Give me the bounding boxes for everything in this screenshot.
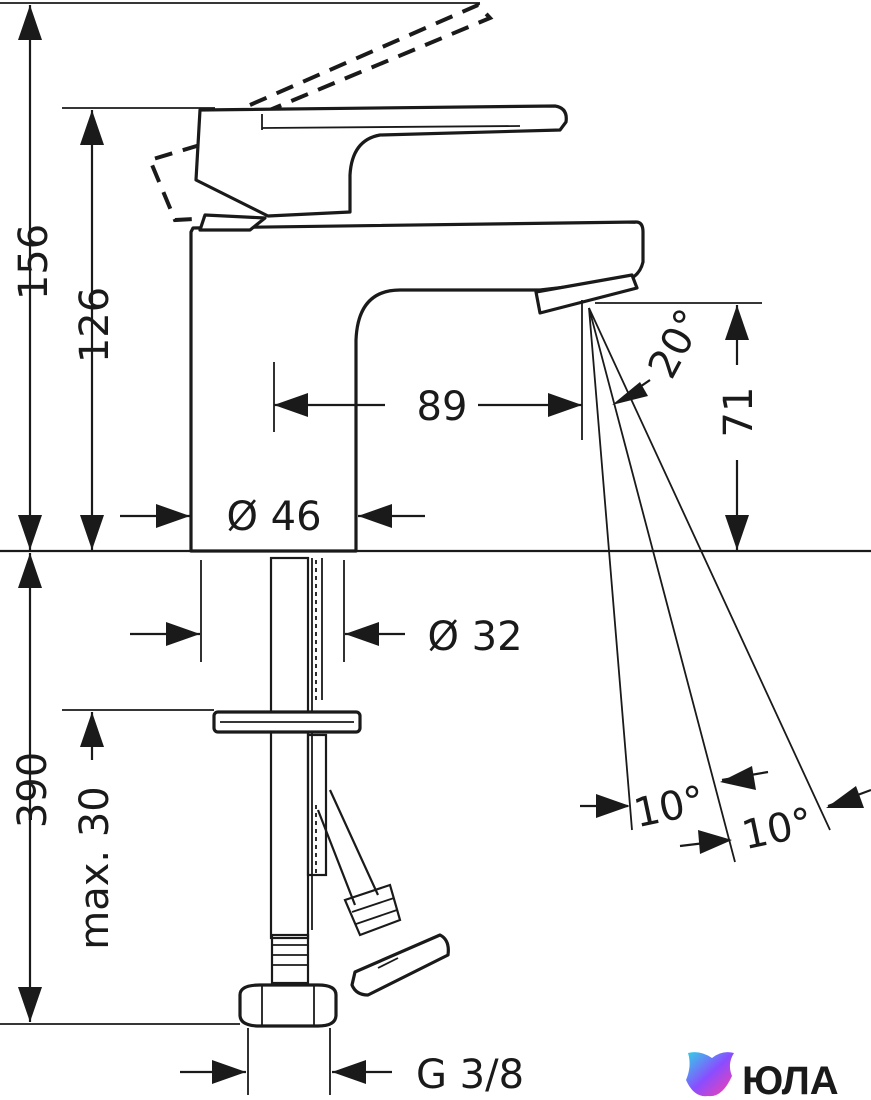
brand-logo-text: ЮЛА — [742, 1059, 839, 1100]
dim-shank-diameter: Ø 32 — [427, 614, 522, 660]
dim-supply-length: 390 — [10, 752, 56, 828]
dim-156 — [0, 2, 480, 550]
dim-71 — [595, 302, 762, 550]
mounting-shank — [212, 556, 362, 1028]
dim-max-thickness: max. 30 — [72, 786, 118, 949]
dim-diameter-46 — [120, 504, 425, 528]
dim-thread-size: G 3/8 — [416, 1052, 524, 1098]
spray-lines — [581, 300, 831, 863]
dim-angle-left: 10° — [630, 777, 709, 837]
dim-angle-right: 10° — [738, 799, 817, 859]
dim-max-30 — [62, 709, 214, 760]
dim-total-height: 156 — [11, 224, 57, 300]
lever-open-outline — [147, 2, 494, 223]
dim-10-deg-right — [679, 786, 871, 854]
dim-thread — [180, 1028, 392, 1095]
dim-diameter-32 — [130, 560, 405, 662]
dim-126 — [62, 107, 215, 550]
dim-spout-reach: 89 — [417, 384, 468, 430]
dim-body-height: 126 — [72, 287, 118, 363]
faucet-body — [189, 104, 645, 553]
brand-logo-icon — [686, 1052, 734, 1097]
dim-base-diameter: Ø 46 — [226, 494, 321, 540]
brand-logo: ЮЛА — [686, 1052, 839, 1100]
dim-20-deg — [612, 379, 651, 405]
dim-spray-angle: 20° — [640, 302, 714, 386]
dim-10-deg-left — [580, 766, 769, 818]
supply-hose — [316, 789, 450, 997]
dim-390 — [0, 553, 240, 1025]
dim-spout-height: 71 — [716, 387, 762, 438]
dim-89 — [273, 362, 582, 432]
